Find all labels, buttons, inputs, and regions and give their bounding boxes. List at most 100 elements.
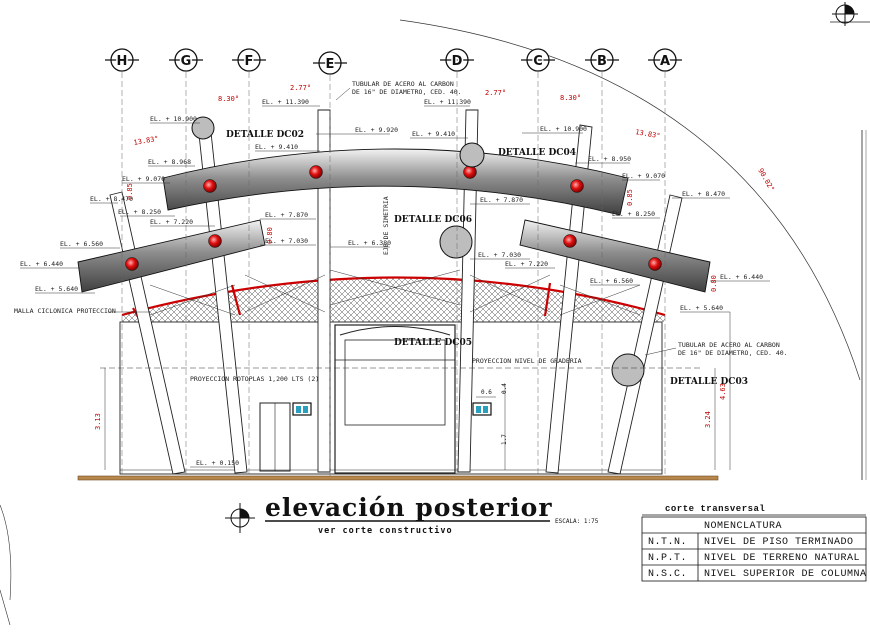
note-graderia: PROYECCION NIVEL DE GRADERIA (472, 357, 582, 365)
axis-bubble-f: F (232, 48, 266, 72)
dim-label: 3.13 (94, 413, 102, 430)
dim-label: 0.4 (501, 383, 508, 394)
dim-label: 0.85 (626, 189, 634, 206)
detail-dc05: DETALLE DC05 (394, 338, 472, 348)
center-level-label: EL. + 11.390 (424, 98, 471, 106)
left-level-label: EL. + 8.470 (90, 195, 133, 203)
detail-bubbles (191, 116, 645, 387)
corte-label: corte transversal (665, 504, 765, 514)
center-level-label: EL. + 7.870 (265, 211, 308, 219)
nomenclature-abbr: N.T.N. (648, 537, 687, 548)
axis-bubble-h: H (105, 48, 139, 72)
center-level-label: EL. + 7.870 (480, 196, 523, 204)
axis-bubble-e: E (313, 51, 347, 75)
left-level-label: EL. + 9.070 (122, 175, 165, 183)
nomenclature-desc: NIVEL SUPERIOR DE COLUMNA (704, 569, 867, 580)
red-dimension-labels: 0.85 0.80 0.85 0.80 3.13 3.24 4.63 (94, 183, 727, 430)
right-level-label: EL. + 8.250 (612, 210, 655, 218)
title-axis-symbol (225, 503, 255, 533)
angle-label: 13.83° (635, 128, 661, 140)
axis-bubble-a: A (648, 48, 682, 72)
angle-label: 13.83° (133, 135, 159, 147)
center-level-label: EL. + 11.390 (262, 98, 309, 106)
axis-label: G (181, 54, 192, 69)
beam-nodes (125, 165, 662, 271)
title-block: elevación posterior ver corte constructi… (225, 493, 599, 536)
left-level-label: EL. + 6.560 (60, 240, 103, 248)
note-line: TUBULAR DE ACERO AL CARBON (678, 341, 780, 349)
dim-label: 4.63 (719, 383, 727, 400)
lower-beam-left (77, 219, 266, 293)
center-level-label: EL. + 6.380 (348, 239, 391, 247)
nomenclature-table (641, 516, 867, 582)
note-line: DE 16" DE DIAMETRO, CED. 40. (678, 349, 788, 357)
upper-curved-beam (162, 148, 629, 216)
axis-lines (121, 72, 666, 476)
nomenclature-desc: NIVEL DE TERRENO NATURAL (704, 553, 860, 564)
angle-label: 8.30° (218, 95, 239, 103)
right-level-label: EL. + 10.900 (540, 125, 587, 133)
detail-dc04: DETALLE DC04 (498, 148, 576, 158)
note-line: DE 16" DE DIAMETRO, CED. 40. (352, 88, 462, 96)
center-level-label: EL. + 7.030 (265, 237, 308, 245)
right-level-label: EL. + 5.640 (680, 304, 723, 312)
bottom-level-label: EL. + 0.150 (196, 459, 239, 467)
axis-bubble-c: C (521, 48, 555, 72)
reference-arc (399, 19, 861, 381)
angle-label: 2.77° (485, 89, 506, 97)
axis-bubble-b: B (585, 48, 619, 72)
axis-label: D (452, 54, 463, 69)
axis-label: H (117, 54, 128, 69)
note-rotoplas: PROYECCION ROTOPLAS 1,200 LTS (2) (190, 375, 319, 383)
axis-symbol-top-right (832, 2, 858, 26)
axis-label: B (597, 54, 607, 69)
right-level-label: EL. + 9.070 (622, 172, 665, 180)
angle-label: 2.77° (290, 84, 311, 92)
center-level-label: EL. + 7.030 (478, 251, 521, 259)
angle-label: 8.30° (560, 94, 581, 102)
window-left (292, 402, 312, 416)
dim-label: 0.80 (266, 227, 274, 244)
nomenclature-desc: NIVEL DE PISO TERMINADO (704, 537, 854, 548)
left-level-label: EL. + 7.220 (150, 218, 193, 226)
right-level-label: EL. + 6.440 (720, 273, 763, 281)
dim-label: 1.7 (501, 434, 508, 445)
right-level-label: EL. + 8.950 (588, 155, 631, 163)
axis-label: F (245, 54, 254, 69)
title-scale: ESCALA: 1:75 (555, 518, 599, 525)
angle-label: 90.02° (756, 167, 776, 193)
note-malla: MALLA CICLONICA PROTECCION (14, 307, 116, 315)
axis-bubble-g: G (169, 48, 203, 72)
nomenclature-header: NOMENCLATURA (704, 521, 782, 532)
axis-label: E (326, 57, 335, 72)
nomenclature-abbr: N.S.C. (648, 569, 687, 580)
nomenclature-abbr: N.P.T. (648, 553, 687, 564)
axis-label: A (660, 54, 670, 69)
left-level-label: EL. + 8.250 (118, 208, 161, 216)
note-eje: EJE DE SIMETRIA (382, 196, 390, 255)
center-level-label: EL. + 7.220 (505, 260, 548, 268)
dim-label: 3.24 (704, 411, 712, 428)
water-tank-projection (334, 324, 456, 474)
detail-dc02: DETALLE DC02 (226, 130, 304, 140)
right-level-label: EL. + 8.470 (682, 190, 725, 198)
detail-dc03: DETALLE DC03 (670, 377, 748, 387)
nomenclature-rows: N.T.N. NIVEL DE PISO TERMINADO N.P.T. NI… (648, 537, 867, 580)
building-wall (119, 321, 663, 475)
dim-label: 0.80 (710, 275, 718, 292)
left-level-label: EL. + 5.640 (35, 285, 78, 293)
mesh-protection-band (122, 277, 665, 322)
left-level-label: EL. + 6.440 (20, 260, 63, 268)
detail-labels: DETALLE DC02 DETALLE DC04 DETALLE DC06 D… (226, 130, 748, 387)
detail-dc06: DETALLE DC06 (394, 215, 472, 225)
window-right (472, 402, 492, 416)
left-level-label: EL. + 10.900 (150, 115, 197, 123)
right-level-label: EL. + 6.560 (590, 277, 633, 285)
title-sub: ver corte constructivo (318, 525, 453, 536)
left-level-label: EL. + 8.968 (148, 158, 191, 166)
axis-bubble-d: D (440, 48, 474, 72)
